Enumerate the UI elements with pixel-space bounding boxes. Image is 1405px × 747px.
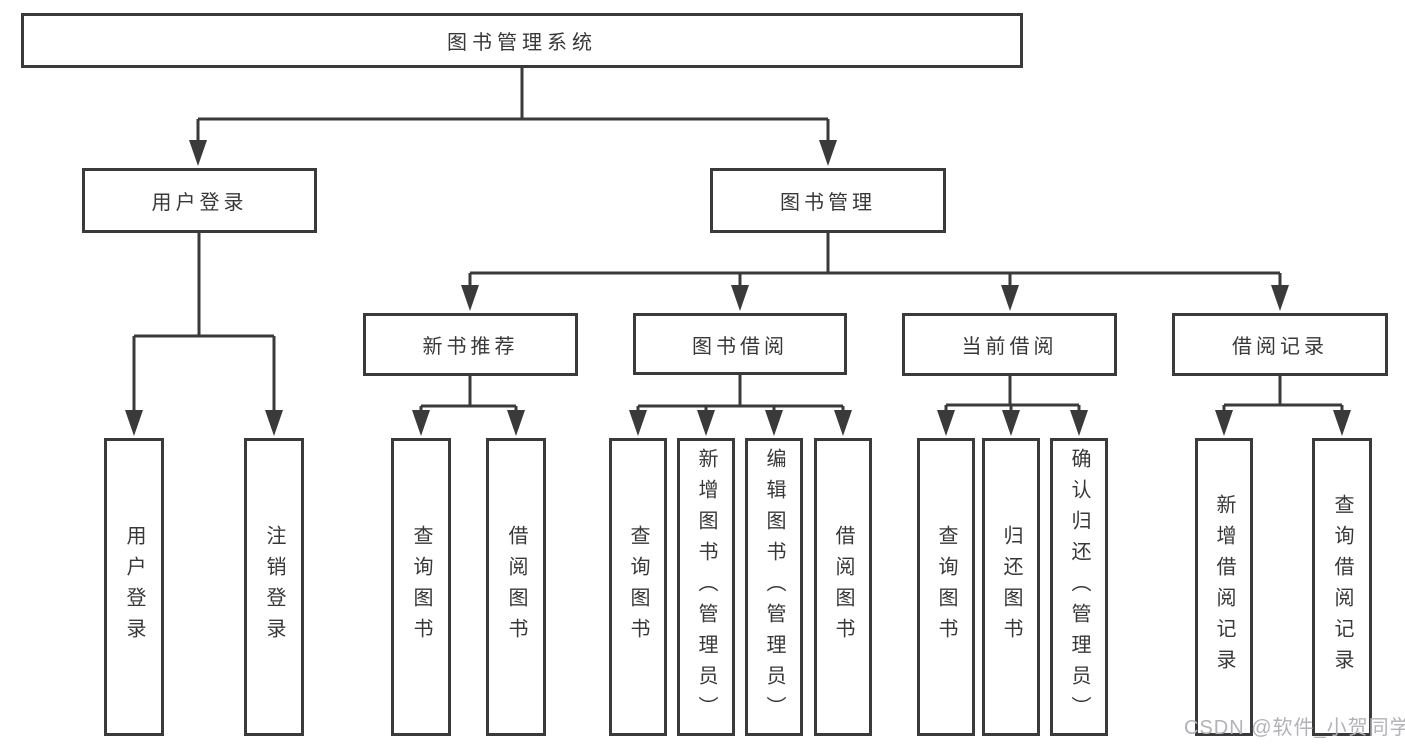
leaf-label: 借阅图书: [832, 525, 854, 649]
node-new-book-recommendation: 新书推荐: [363, 313, 578, 376]
arrowhead: [265, 410, 283, 436]
node-root-label: 图书管理系统: [447, 32, 597, 54]
leaf-node-query-books-current: 查询图书: [917, 438, 975, 736]
leaf-label: 查询图书: [627, 525, 649, 649]
leaf-node-query-books-recommend: 查询图书: [391, 438, 451, 736]
connector-new-book-recommendation-to-leaves: [419, 376, 518, 411]
arrowhead: [461, 285, 479, 311]
arrowheads: [125, 140, 1351, 436]
node-borrowing-records-label: 借阅记录: [1232, 336, 1328, 358]
leaf-node-edit-books-admin: 编辑图书（管理员）: [745, 438, 803, 736]
leaf-label: 用户登录: [123, 525, 145, 649]
arrowhead: [1070, 410, 1088, 436]
connector-root-to-level2: [196, 68, 830, 141]
arrowhead: [697, 410, 715, 436]
leaf-label: 借阅图书: [505, 525, 527, 649]
node-book-management-label: 图书管理: [780, 192, 876, 214]
node-current-borrowing: 当前借阅: [902, 313, 1117, 376]
arrowhead: [125, 410, 143, 436]
leaf-node-user-login: 用户登录: [104, 438, 164, 736]
arrowhead: [189, 140, 207, 166]
leaf-label: 查询图书: [935, 525, 957, 649]
leaf-node-add-borrow-record: 新增借阅记录: [1195, 438, 1253, 736]
arrowhead: [834, 410, 852, 436]
arrowhead: [1333, 410, 1351, 436]
arrowhead: [1271, 285, 1289, 311]
leaf-node-query-books-borrowing: 查询图书: [609, 438, 667, 736]
arrowhead: [819, 140, 837, 166]
leaf-node-borrow-books-recommend: 借阅图书: [486, 438, 546, 736]
node-book-borrowing-label: 图书借阅: [692, 335, 788, 358]
leaf-label: 新增借阅记录: [1213, 494, 1235, 680]
leaf-node-add-books-admin: 新增图书（管理员）: [677, 438, 735, 736]
leaf-node-confirm-return-admin: 确认归还（管理员）: [1050, 438, 1108, 736]
connector-current-borrowing-to-leaves: [944, 376, 1081, 411]
node-borrowing-records: 借阅记录: [1172, 313, 1388, 376]
node-book-borrowing: 图书借阅: [633, 313, 847, 375]
node-new-book-recommendation-label: 新书推荐: [422, 336, 519, 358]
connector-borrowing-records-to-leaves: [1222, 376, 1344, 411]
leaf-node-query-borrow-record: 查询借阅记录: [1312, 438, 1372, 736]
arrowhead: [937, 410, 955, 436]
connector-book-borrowing-to-leaves: [636, 375, 845, 411]
csdn-watermark: CSDN @软件_小贺同学: [1184, 717, 1405, 739]
connector-book-management-to-level3: [468, 233, 1282, 287]
arrowhead: [412, 410, 430, 436]
leaf-label: 查询图书: [410, 525, 432, 649]
node-user-login: 用户登录: [82, 168, 317, 233]
arrowhead: [507, 410, 525, 436]
arrowhead: [765, 410, 783, 436]
node-user-login-label: 用户登录: [151, 192, 248, 214]
leaf-label: 注销登录: [263, 525, 285, 649]
arrowhead: [629, 410, 647, 436]
arrowhead: [1002, 410, 1020, 436]
node-book-management: 图书管理: [710, 168, 946, 233]
connector-user-login-to-leaves: [132, 233, 276, 411]
leaf-label: 确认归还（管理员）: [1068, 447, 1090, 727]
leaf-label: 编辑图书（管理员）: [763, 447, 785, 727]
arrowhead: [1215, 410, 1233, 436]
arrowhead: [731, 285, 749, 311]
arrowhead: [1001, 285, 1019, 311]
leaf-label: 查询借阅记录: [1331, 494, 1353, 680]
node-current-borrowing-label: 当前借阅: [961, 336, 1058, 358]
node-root: 图书管理系统: [21, 13, 1023, 68]
leaf-node-return-books: 归还图书: [982, 438, 1040, 736]
leaf-label: 归还图书: [1000, 525, 1022, 649]
leaf-label: 新增图书（管理员）: [695, 447, 717, 727]
leaf-node-logout: 注销登录: [244, 438, 304, 736]
leaf-node-borrow-books: 借阅图书: [814, 438, 872, 736]
